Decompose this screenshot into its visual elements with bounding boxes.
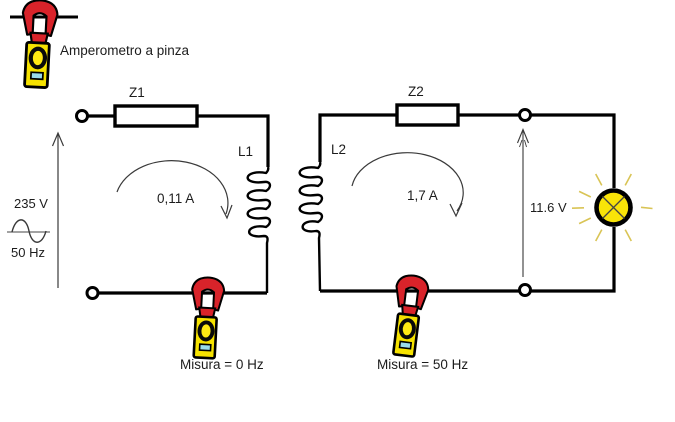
lamp-rays	[571, 173, 653, 242]
terminal-node	[85, 286, 100, 300]
secondary-current-arrow	[351, 152, 464, 218]
inductor-l1-label: L1	[238, 144, 254, 159]
inductor-l2-label: L2	[331, 142, 347, 157]
primary-current-arrow	[116, 160, 233, 220]
secondary-current-label: 1,7 A	[407, 188, 438, 203]
secondary-voltage-arrow	[516, 128, 530, 277]
source-voltage-label: 235 V	[14, 196, 48, 211]
lamp-cross	[602, 196, 625, 219]
secondary-clamp-measure-label: Misura = 50 Hz	[377, 357, 469, 372]
secondary-loop-wires	[318, 113, 616, 293]
clamp-ammeter-icon	[17, 0, 60, 90]
impedance-z1-box	[113, 104, 199, 128]
ac-source-symbol	[7, 131, 65, 288]
impedance-z2-label: Z2	[408, 84, 424, 99]
clamp-ammeter-primary	[187, 275, 227, 361]
source-frequency-label: 50 Hz	[11, 245, 45, 260]
sine-wave-icon	[11, 219, 47, 243]
inductor-l1-coil	[246, 166, 272, 293]
clamp-ammeter-secondary	[386, 272, 432, 359]
terminal-node	[518, 283, 532, 297]
lamp-icon	[571, 173, 653, 242]
primary-current-label: 0,11 A	[157, 191, 195, 206]
clamp-meter-caption: Amperometro a pinza	[60, 43, 190, 58]
secondary-voltage-label: 11.6 V	[530, 200, 567, 215]
terminal-node	[75, 109, 89, 123]
impedance-z1-label: Z1	[129, 85, 145, 100]
terminal-nodes	[75, 108, 532, 300]
terminal-node	[518, 108, 532, 122]
impedance-z2-box	[395, 103, 460, 127]
primary-clamp-measure-label: Misura = 0 Hz	[180, 357, 264, 372]
inductor-l2-coil	[298, 161, 324, 292]
